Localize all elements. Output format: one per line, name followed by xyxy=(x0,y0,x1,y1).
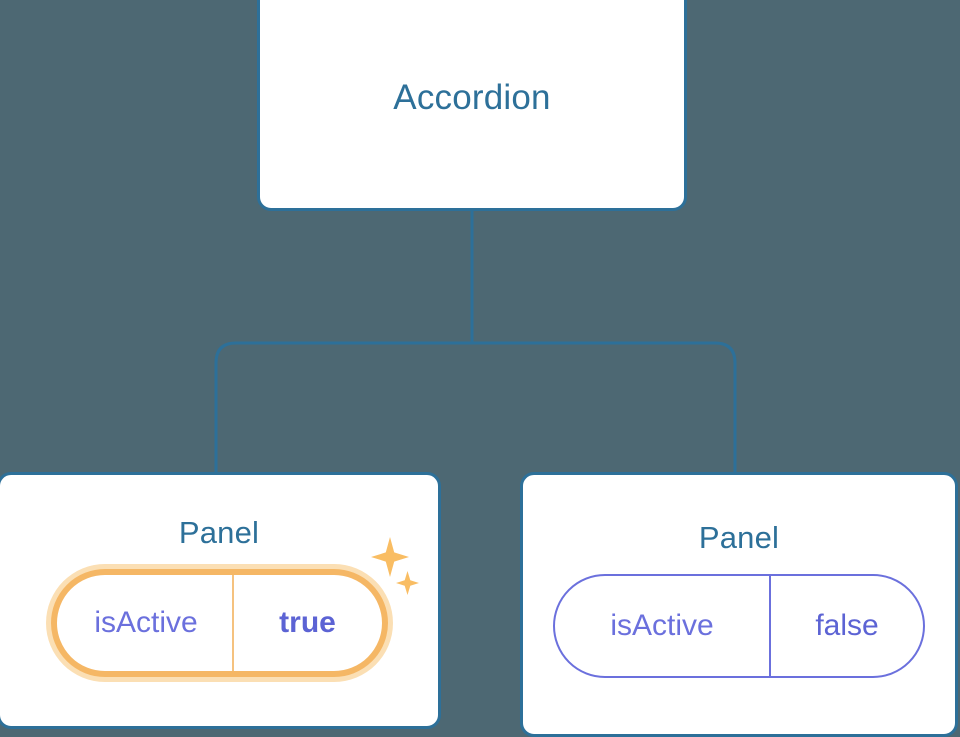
connector-branch-bar xyxy=(214,341,737,472)
node-panel-inactive-title: Panel xyxy=(698,520,780,555)
prop-pill-divider-inactive xyxy=(769,576,771,676)
node-accordion[interactable]: Accordion xyxy=(257,0,687,211)
node-panel-active-content: Panel isActive true xyxy=(0,475,438,677)
node-panel-inactive-content: Panel isActive false xyxy=(523,475,955,678)
node-panel-inactive[interactable]: Panel isActive false xyxy=(520,472,958,737)
prop-pill-wrap-active: isActive true xyxy=(50,537,419,677)
node-panel-active-title: Panel xyxy=(178,515,260,550)
prop-pill-isactive-true[interactable]: isActive true xyxy=(50,569,388,677)
prop-value-isactive-false: false xyxy=(815,609,879,642)
prop-key-isactive-false: isActive xyxy=(610,609,714,642)
prop-key-isactive-true: isActive xyxy=(94,606,198,639)
prop-pill-isactive-false[interactable]: isActive false xyxy=(553,574,925,678)
prop-value-isactive-true: true xyxy=(279,606,336,639)
sparkle-small-icon xyxy=(395,571,419,595)
node-panel-active[interactable]: Panel isActive true xyxy=(0,472,441,729)
prop-pill-divider-active xyxy=(231,575,234,671)
sparkle-large-icon xyxy=(370,537,409,577)
prop-pill-wrap-inactive: isActive false xyxy=(553,574,925,678)
node-accordion-title: Accordion xyxy=(393,78,551,117)
